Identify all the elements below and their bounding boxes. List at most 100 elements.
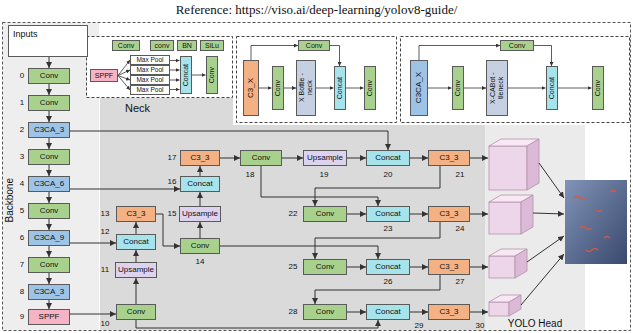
connector-arrow [534,46,552,67]
block-label: Conv [191,242,210,251]
bottleneck-block: X-CABot -tleneck [486,60,508,116]
input-box: Inputs [8,25,88,57]
block-label: Conv [316,210,335,219]
block-label: C3_X [247,78,256,98]
connector-arrow [118,70,130,76]
c3-block: C3_3 [180,150,220,166]
block-label: Concat [375,308,400,317]
connector-arrow [261,166,378,206]
concat-block: Concat [334,66,346,110]
conv-block: Conv [452,66,464,110]
region-label: YOLO Head [508,318,562,329]
conv-block: Conv [298,40,330,51]
connector-arrow [200,192,201,206]
connector-arrow [558,88,592,89]
key-frame [87,37,233,98]
conv-block: Conv [28,68,70,84]
block-label: Concat [375,210,400,219]
callout-number: 14 [196,258,205,267]
connector-arrow [136,320,378,328]
key-frame [401,37,630,123]
block-label: Max Pool [136,56,163,63]
c3ca-block: C3CA_9 [28,230,70,246]
backbone-ground [3,23,99,330]
c3-block: C3_3 [428,206,470,222]
connector-arrow [428,88,452,89]
connector-arrow [259,88,272,89]
connector-arrow [136,222,137,234]
block-label: Conv [274,80,282,96]
connector-arrow [170,70,180,71]
block-label: Concat [187,180,212,189]
conv-block: Conv [180,238,220,254]
conv-block: Conv [206,56,218,94]
block-label: Conv [366,80,374,96]
callout-number: 2 [20,126,24,135]
concat-block: Concat [366,206,410,222]
block-label: Max Pool [136,86,163,93]
connector-arrow [49,138,50,149]
block-label: Conv [454,80,462,96]
connector-arrow [70,131,388,150]
c3-block: C3_3 [428,259,470,275]
head-arrow [470,158,564,312]
connector-arrow [284,88,297,89]
block-label: C3CA_9 [34,234,64,243]
sppf-block: SPPF [90,69,118,82]
block-label: SPPF [95,72,113,80]
block-label: Upsample [118,266,154,275]
maxpool-block: Max Pool [130,55,170,65]
block-label: BN [182,42,192,50]
backbone-region: BackboneConvConvC3CA_3ConvC3CA_6ConvC3CA… [3,62,99,330]
maxpool-block: Max Pool [130,65,170,75]
block-label: Concat [375,263,400,272]
block-label: C3_3 [190,154,209,163]
concat-block: Concat [366,259,410,275]
conv-block: Conv [303,304,347,320]
block-label: C3CA_3 [34,288,64,297]
connector-arrow [508,88,546,89]
callout-number: 30 [476,322,485,331]
block-label: conv [155,42,170,50]
block-label: Conv [40,153,59,162]
c3-block: C3_3 [428,150,470,166]
callout-number: 24 [456,225,465,234]
connector-arrow [49,300,50,309]
connector-arrow [170,60,180,61]
block-label: Conv [40,72,59,81]
connector-arrow [282,158,303,159]
block-label: C3_3 [439,308,458,317]
connector-arrow [70,189,180,190]
callout-number: 20 [384,171,393,180]
connector-arrow [410,214,428,215]
connector-arrow [70,314,116,315]
block-label: SPPF [39,313,60,322]
connector-arrow [220,246,378,259]
block-label: C3CA_3 [34,126,64,135]
callout-number: 1 [20,99,24,108]
connector-arrow [136,250,137,262]
c3ca-block: C3CA_X [410,60,428,116]
callout-number: 6 [20,234,24,243]
output-image [565,180,627,264]
maxpool-block: Max Pool [130,85,170,95]
region-label: Backbone [4,178,15,222]
upsample-block: Upsample [179,206,221,222]
callout-number: 0 [20,72,24,81]
callout-number: 27 [456,278,465,287]
connector-arrow [49,246,50,257]
conv-block: Conv [303,259,347,275]
block-label: C3_3 [439,154,458,163]
conv-block: Conv [364,66,376,110]
conv-block: BN [177,40,197,51]
conv-block: Conv [500,40,534,51]
block-label: Conv [40,207,59,216]
upsample-block: Upsample [303,150,347,166]
block-label: Inputs [13,30,38,40]
connector-arrow [200,166,201,176]
connector-arrow [347,214,366,215]
conv-block: Conv [28,257,70,273]
c3-block: C3_X [243,60,259,116]
sppf-block: SPPF [28,309,70,325]
connector-arrow [170,89,180,90]
